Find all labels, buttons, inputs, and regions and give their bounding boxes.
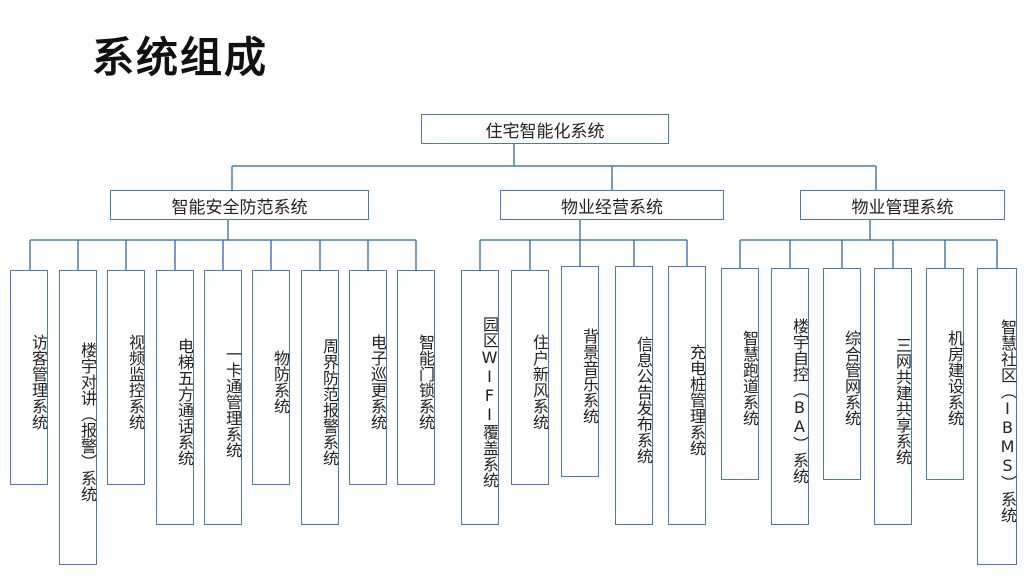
leaf-label: 智慧社区（IBMS）系统 [998,318,1017,523]
leaf-label: 园区WIFI覆盖系统 [480,315,499,488]
root-node: 住宅智能化系统 [421,114,669,144]
leaf-fresh-air: 住户新风系统 [511,270,549,485]
leaf-charging-pile: 充电桩管理系统 [668,266,706,525]
page-title: 系统组成 [92,33,269,82]
leaf-info-publish: 信息公告发布系统 [615,266,653,525]
leaf-label: 三网共建共享系统 [893,336,912,465]
leaf-label: 充电桩管理系统 [687,343,706,456]
leaf-perimeter-alarm: 周界防范报警系统 [301,270,339,525]
leaf-background-music: 背景音乐系统 [561,266,599,477]
leaf-video-surveillance: 视频监控系统 [107,270,145,485]
leaf-three-networks: 三网共建共享系统 [874,268,912,525]
leaf-patrol: 电子巡更系统 [349,270,387,485]
leaf-label: 电子巡更系统 [368,333,387,430]
leaf-wifi-coverage: 园区WIFI覆盖系统 [461,270,499,525]
leaf-smart-lock: 智能门锁系统 [397,270,435,485]
group-node-security: 智能安全防范系统 [110,190,369,220]
leaf-elevator-intercom: 电梯五方通话系统 [156,270,194,525]
leaf-pipe-network: 综合管网系统 [823,268,861,480]
leaf-label: 信息公告发布系统 [634,335,653,464]
leaf-building-automation: 楼宇自控（BA）系统 [771,268,809,525]
leaf-smart-community: 智慧社区（IBMS）系统 [977,268,1017,565]
leaf-label: 周界防范报警系统 [320,337,339,466]
leaf-smart-track: 智慧跑道系统 [721,268,759,480]
leaf-visitor-management: 访客管理系统 [10,270,48,485]
leaf-label: 楼宇对讲（报警）系统 [78,341,97,502]
leaf-label: 智慧跑道系统 [740,330,759,426]
leaf-physical-defense: 物防系统 [252,270,290,485]
leaf-label: 综合管网系统 [842,330,861,426]
leaf-label: 住户新风系统 [530,333,549,430]
leaf-building-intercom: 楼宇对讲（报警）系统 [59,270,97,565]
leaf-label: 视频监控系统 [126,333,145,430]
leaf-label: 电梯五方通话系统 [175,337,194,466]
leaf-label: 一卡通管理系统 [223,345,242,458]
leaf-label: 楼宇自控（BA）系统 [790,317,809,484]
leaf-label: 背景音乐系统 [580,327,599,424]
leaf-label: 物防系统 [271,349,290,414]
group-node-operation: 物业经营系统 [500,190,724,220]
group-node-management: 物业管理系统 [800,190,1005,220]
leaf-label: 机房建设系统 [945,330,964,426]
leaf-server-room: 机房建设系统 [926,268,964,480]
leaf-label: 智能门锁系统 [416,333,435,430]
leaf-card-management: 一卡通管理系统 [204,270,242,525]
leaf-label: 访客管理系统 [29,333,48,430]
